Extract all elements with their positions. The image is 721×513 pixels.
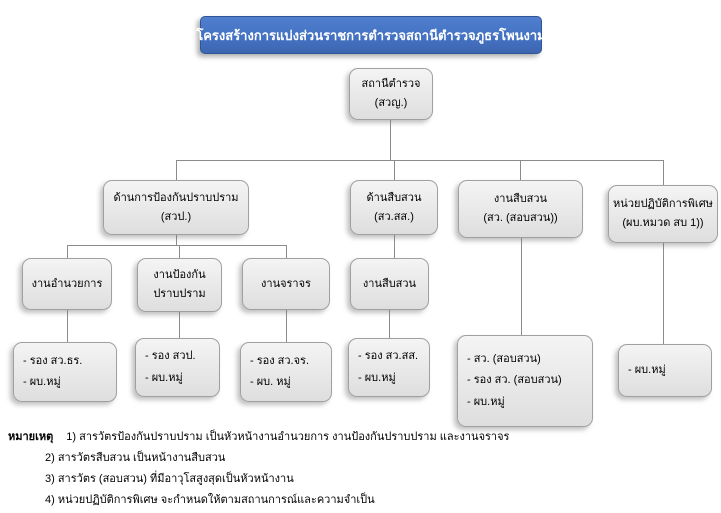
connector (521, 238, 522, 335)
staff-item: - ผบ.หมู่ (358, 371, 396, 384)
connector (67, 245, 68, 258)
connector (67, 245, 286, 246)
org-box-prevention-staff: - รอง สวป. - ผบ.หมู่ (135, 338, 220, 397)
org-box-label: (ผบ.หมวด สบ 1)) (622, 217, 704, 229)
staff-item: - รอง สว. (สอบสวน) (467, 374, 562, 387)
org-box-inquiry-staff: - สว. (สอบสวน) - รอง สว. (สอบสวน) - ผบ.ห… (457, 335, 593, 427)
org-box-label: งานอำนวยการ (31, 277, 103, 290)
org-box-label: (สวญ.) (374, 97, 408, 109)
org-box-traffic-work: งานจราจร (242, 258, 330, 310)
org-box-label: (สว. (สอบสวน)) (483, 212, 558, 224)
org-box-label: (สวป.) (160, 210, 192, 223)
org-box-label: งานสืบสวน (493, 193, 548, 206)
footnotes: หมายเหตุ 1) สารวัตรป้องกันปราบปราม เป็นห… (8, 430, 509, 509)
org-box-admin-work: งานอำนวยการ (22, 258, 112, 310)
staff-item: - ผบ.หมู่ (23, 376, 61, 388)
connector (390, 120, 391, 160)
org-box-label: งานจราจร (261, 277, 311, 290)
org-box-special-operations: หน่วยปฏิบัติการพิเศษ (ผบ.หมวด สบ 1)) (608, 185, 718, 243)
connector (394, 160, 395, 180)
connector (179, 312, 180, 338)
staff-item: - ผบ.หมู่ (467, 395, 505, 408)
staff-item: - รอง สว.จร. (250, 354, 310, 367)
org-box-inquiry-work: งานสืบสวน (สว. (สอบสวน)) (458, 180, 583, 238)
org-box-label: งานสืบสวน (362, 277, 417, 290)
org-box-investigation-staff: - รอง สว.สส. - ผบ.หมู่ (348, 338, 430, 397)
connector (663, 243, 664, 344)
connector (663, 160, 664, 185)
org-box-prevention-division: ด้านการป้องกันปราบปราม (สวป.) (103, 180, 249, 235)
org-box-traffic-staff: - รอง สว.จร. - ผบ. หมู่ (240, 342, 332, 402)
staff-item: - ผบ.หมู่ (145, 371, 183, 384)
staff-item: - รอง สว.สส. (358, 350, 419, 363)
chart-title-text: โครงสร้างการแบ่งส่วนราชการตำรวจสถานีตำรว… (196, 27, 546, 43)
org-box-label: (สว.สส.) (374, 210, 414, 223)
org-box-label: ด้านสืบสวน (366, 191, 422, 204)
connector (286, 245, 287, 258)
org-box-admin-staff: - รอง สว.ธร. - ผบ.หมู่ (13, 342, 117, 402)
staff-item: - รอง สว.ธร. (23, 354, 83, 367)
org-box-police-station: สถานีตำรวจ (สวญ.) (349, 68, 433, 120)
org-box-special-ops-staff: - ผบ.หมู่ (618, 344, 712, 397)
connector (176, 160, 177, 180)
footnote-heading: หมายเหตุ (8, 431, 54, 443)
staff-item: - ผบ. หมู่ (250, 376, 291, 388)
connector (176, 235, 177, 245)
org-box-label: หน่วยปฏิบัติการพิเศษ (613, 198, 713, 211)
staff-item: - สว. (สอบสวน) (467, 352, 541, 365)
connector (286, 310, 287, 342)
connector (179, 245, 180, 258)
footnote-line: 2) สารวัตรสืบสวน เป็นหน้างานสืบสวน (45, 451, 226, 464)
connector (394, 235, 395, 258)
org-box-label: สถานีตำรวจ (361, 78, 421, 91)
connector (520, 160, 521, 180)
staff-item: - ผบ.หมู่ (628, 363, 666, 376)
staff-item: - รอง สวป. (145, 350, 196, 363)
org-box-investigation-division: ด้านสืบสวน (สว.สส.) (350, 180, 438, 235)
connector (67, 310, 68, 342)
chart-title: โครงสร้างการแบ่งส่วนราชการตำรวจสถานีตำรว… (196, 16, 546, 54)
org-box-prevention-work: งานป้องกัน ปราบปราม (137, 258, 222, 312)
org-box-label: งานป้องกัน (153, 269, 206, 282)
connector (389, 310, 390, 338)
footnote-line: 4) หน่วยปฏิบัติการพิเศษ จะกำหนดให้ตามสถา… (45, 493, 375, 506)
footnote-line: 1) สารวัตรป้องกันปราบปราม เป็นหัวหน้างาน… (66, 431, 510, 443)
connector (176, 160, 663, 161)
footnote-line: 3) สารวัตร (สอบสวน) ที่มีอาวุโสสูงสุดเป็… (45, 472, 294, 485)
org-box-label: ด้านการป้องกันปราบปราม (113, 191, 239, 204)
org-box-label: ปราบปราม (153, 288, 206, 300)
org-box-investigation-work: งานสืบสวน (350, 258, 429, 310)
